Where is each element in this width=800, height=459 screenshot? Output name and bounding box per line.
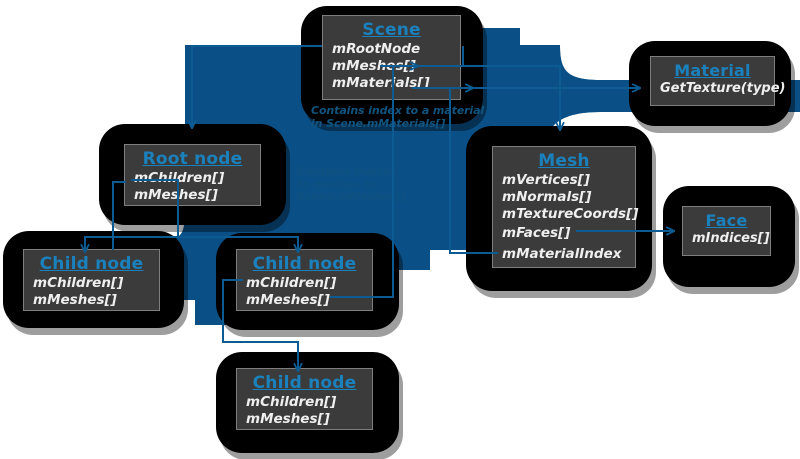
node-field-child-node-c-1: mMeshes[] — [246, 411, 330, 427]
wire-scene-mmeshes-to-mesh — [400, 65, 560, 130]
node-field-scene-1: mMeshes[] — [332, 58, 416, 74]
node-title-mesh: Mesh — [538, 151, 590, 171]
note-mesh-index: Contains indices to meshes in Scene.mMes… — [297, 165, 406, 203]
wire-root-mchildren-stub — [131, 179, 179, 237]
wire-scene-rootnode-to-root-node — [192, 45, 322, 128]
wire-child-node-b-mmeshes-to-scene-mmeshes — [330, 66, 418, 298]
wire-scene-mmeshes-stub — [380, 46, 464, 67]
node-field-mesh-2: mTextureCoords[] — [502, 206, 639, 222]
node-title-root-node: Root node — [142, 149, 243, 169]
wire-mesh-mmaterialindex-to-scene-mmaterials — [449, 88, 498, 254]
node-box-child-node-a[interactable]: Child node mChildren[] mMeshes[] — [23, 249, 160, 311]
node-field-mesh-1: mNormals[] — [502, 189, 592, 205]
node-field-mesh-4: mMaterialIndex — [502, 246, 622, 262]
node-box-mesh[interactable]: Mesh mVertices[] mNormals[] mTextureCoor… — [492, 146, 639, 268]
node-title-scene: Scene — [362, 20, 421, 40]
node-field-root-node-1: mMeshes[] — [134, 187, 218, 203]
wire-child-node-b-to-child-node-c — [222, 279, 298, 371]
wire-root-to-child-node-b — [178, 236, 298, 252]
node-field-child-node-b-1: mMeshes[] — [246, 292, 330, 308]
node-field-material-0: GetTexture(type) — [660, 81, 786, 96]
node-box-material[interactable]: Material GetTexture(type) — [650, 56, 786, 106]
node-field-child-node-a-0: mChildren[] — [33, 275, 124, 291]
node-box-child-node-c[interactable]: Child node mChildren[] mMeshes[] — [236, 368, 373, 430]
node-box-child-node-b[interactable]: Child node mChildren[] mMeshes[] — [236, 249, 373, 311]
node-field-scene-0: mRootNode — [332, 41, 421, 57]
node-field-root-node-0: mChildren[] — [134, 170, 225, 186]
node-box-face[interactable]: Face mIndices[] — [682, 206, 771, 256]
node-field-child-node-c-0: mChildren[] — [246, 394, 337, 410]
wire-root-to-child-node-a — [85, 236, 178, 252]
node-title-material: Material — [674, 61, 751, 80]
node-box-root-node[interactable]: Root node mChildren[] mMeshes[] — [124, 144, 261, 206]
node-title-child-node-b: Child node — [252, 254, 357, 274]
node-title-child-node-c: Child node — [252, 373, 357, 393]
node-box-scene[interactable]: Scene mRootNode mMeshes[] mMaterials[] — [322, 15, 461, 100]
node-title-child-node-a: Child node — [39, 254, 144, 274]
node-field-mesh-0: mVertices[] — [502, 172, 590, 188]
node-field-scene-2: mMaterials[] — [332, 75, 430, 91]
note-material-index: Contains index to a material in Scene.mM… — [311, 104, 485, 130]
node-field-child-node-b-0: mChildren[] — [246, 275, 337, 291]
node-field-child-node-a-1: mMeshes[] — [33, 292, 117, 308]
node-field-mesh-3: mFaces[] — [502, 225, 571, 241]
node-field-face-0: mIndices[] — [692, 231, 770, 246]
node-title-face: Face — [705, 211, 748, 230]
wire-root-mmeshes-stub — [112, 181, 126, 250]
